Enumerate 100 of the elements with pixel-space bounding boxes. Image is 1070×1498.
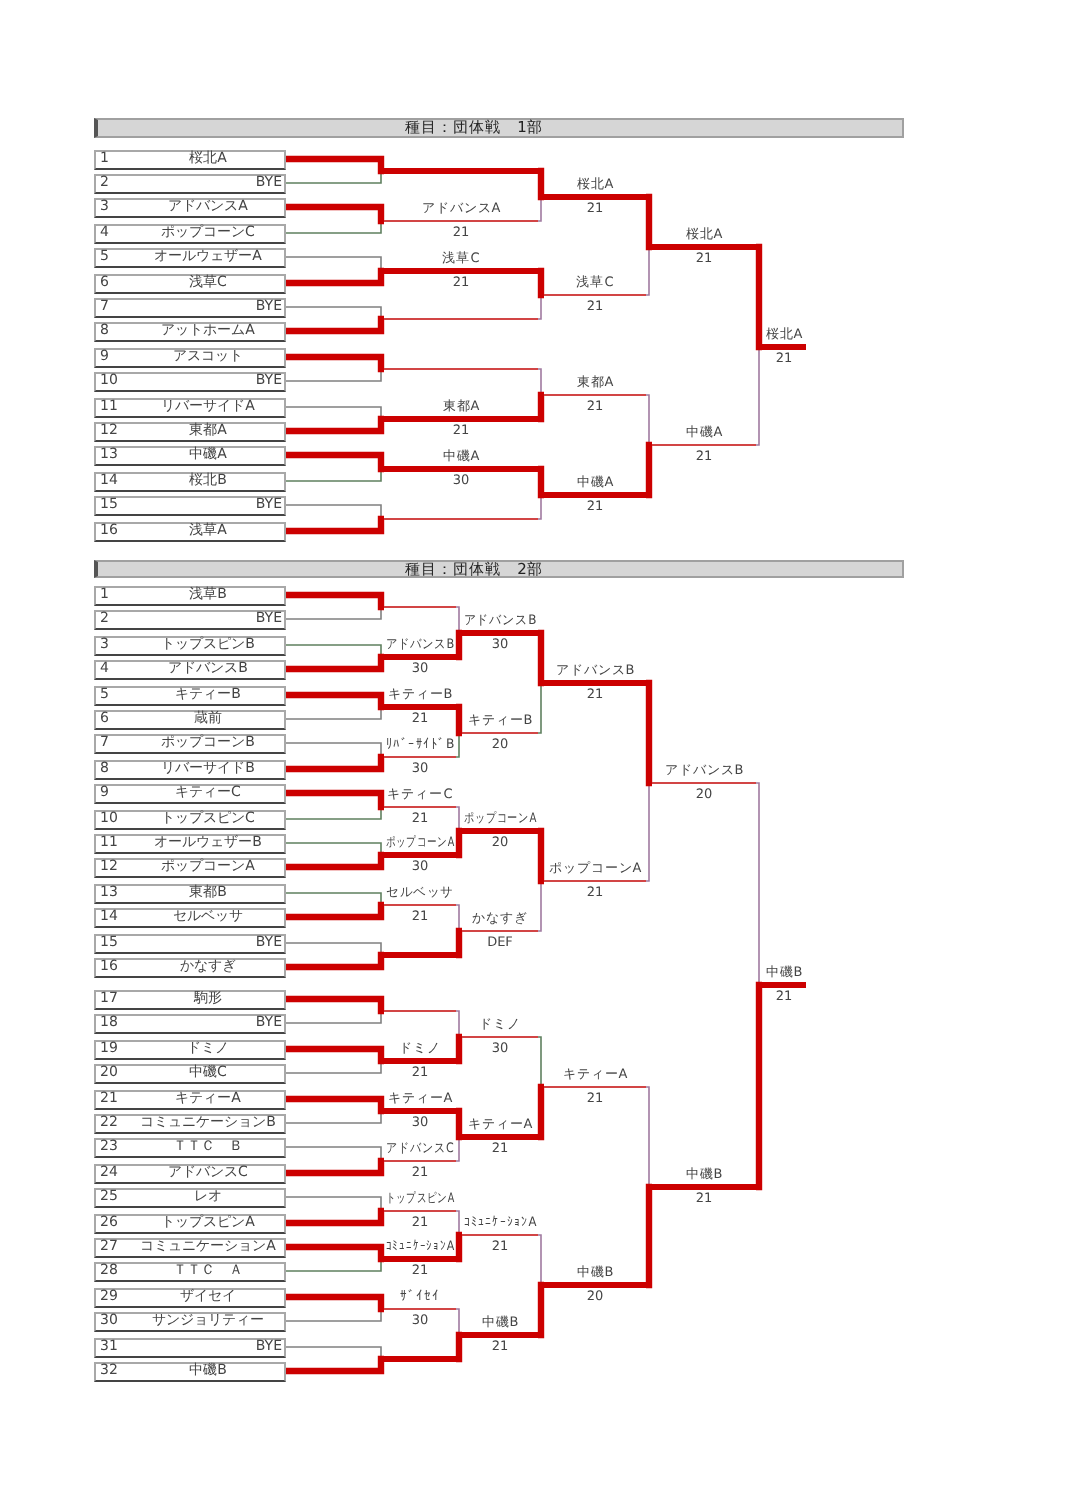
bracket-line (755, 981, 763, 1191)
bracket-line (285, 368, 385, 382)
bracket-line (755, 243, 763, 351)
bracket-line (285, 220, 385, 234)
entry-box (94, 1063, 286, 1083)
winner-line (384, 318, 538, 320)
bracket-line (285, 256, 385, 272)
entry-box (94, 585, 286, 605)
bracket-line (455, 606, 463, 634)
bracket-line (537, 267, 545, 299)
bracket-line (537, 1234, 545, 1286)
bracket-line (455, 732, 463, 758)
bracket-line (286, 1095, 385, 1115)
bracket-line (286, 515, 385, 535)
entry-box (94, 1311, 286, 1331)
bracket-line (285, 306, 385, 320)
entry-box (94, 783, 286, 803)
bracket-line (645, 394, 653, 446)
bracket-line (645, 246, 653, 296)
entry-box (94, 709, 286, 729)
entry-box (94, 445, 286, 465)
entry-box (94, 1287, 286, 1307)
bracket-line (286, 1207, 385, 1227)
bracket-line (285, 1110, 385, 1124)
bracket-line (645, 441, 653, 499)
entry-box (94, 197, 286, 217)
bracket-line (286, 203, 385, 225)
bracket-line (285, 644, 385, 658)
entry-box (94, 321, 286, 341)
bracket-line (755, 346, 763, 446)
bracket-line (285, 706, 385, 720)
bracket-line (455, 1136, 463, 1162)
bracket-line (286, 1045, 385, 1065)
bracket-line (455, 1231, 463, 1263)
entry-box (94, 1261, 286, 1281)
bracket-line (285, 170, 385, 184)
entry-box (94, 609, 286, 629)
entry-box (94, 1137, 286, 1157)
bracket-line (285, 1010, 385, 1024)
entry-box (94, 733, 286, 753)
bracket-line (455, 1210, 463, 1236)
entry-box (94, 759, 286, 779)
entry-box (94, 809, 286, 829)
entry-box (94, 659, 286, 679)
bracket-line (286, 901, 385, 921)
bracket-line (286, 267, 385, 287)
bracket-line (285, 842, 385, 856)
entry-box (94, 273, 286, 293)
bracket-line (455, 1033, 463, 1065)
bracket-line (285, 1258, 385, 1272)
bracket-line (285, 1196, 385, 1212)
bracket-line (285, 406, 385, 420)
entry-box (94, 685, 286, 705)
entry-box (94, 495, 286, 515)
bracket-line (285, 1346, 385, 1360)
entry-box (94, 223, 286, 243)
bracket-line (286, 995, 385, 1015)
bracket-line (286, 851, 385, 871)
entry-box (94, 421, 286, 441)
bracket-line (455, 1331, 463, 1363)
bracket-line (285, 468, 385, 482)
entry-box (94, 1163, 286, 1183)
bracket-line (286, 691, 385, 711)
bracket-line (645, 1086, 653, 1188)
bracket-line (537, 827, 545, 885)
entry-box (94, 1113, 286, 1133)
entry-box (94, 1237, 286, 1257)
entry-box (94, 173, 286, 193)
bracket-line (537, 682, 545, 734)
bracket-line (537, 196, 545, 222)
entry-box (94, 347, 286, 367)
entry-box (94, 1187, 286, 1207)
entry-box (94, 833, 286, 853)
bracket-line (285, 1308, 385, 1322)
bracket-line (645, 1183, 653, 1289)
entry-box (94, 371, 286, 391)
bracket-line (285, 806, 385, 820)
bracket-line (755, 782, 763, 986)
bracket-line (455, 927, 463, 959)
bracket-line (455, 703, 463, 737)
entry-box (94, 883, 286, 903)
bracket-line (286, 789, 385, 811)
bracket-line (286, 1243, 385, 1263)
bracket-line (286, 451, 385, 473)
bracket-line (286, 753, 385, 773)
bracket-line (286, 1355, 385, 1375)
bracket-line (537, 368, 545, 396)
entry-box (94, 1337, 286, 1357)
bracket-line (537, 167, 545, 201)
bracket-line (645, 679, 653, 787)
bracket-line (537, 880, 545, 932)
winner-line (384, 518, 538, 520)
bracket-line (286, 1293, 385, 1313)
entry-box (94, 957, 286, 977)
winner-line (384, 368, 538, 370)
entry-box (94, 1089, 286, 1109)
entry-box (94, 1213, 286, 1233)
entry-box (94, 397, 286, 417)
bracket-line (285, 892, 385, 906)
bracket-line (286, 353, 385, 373)
